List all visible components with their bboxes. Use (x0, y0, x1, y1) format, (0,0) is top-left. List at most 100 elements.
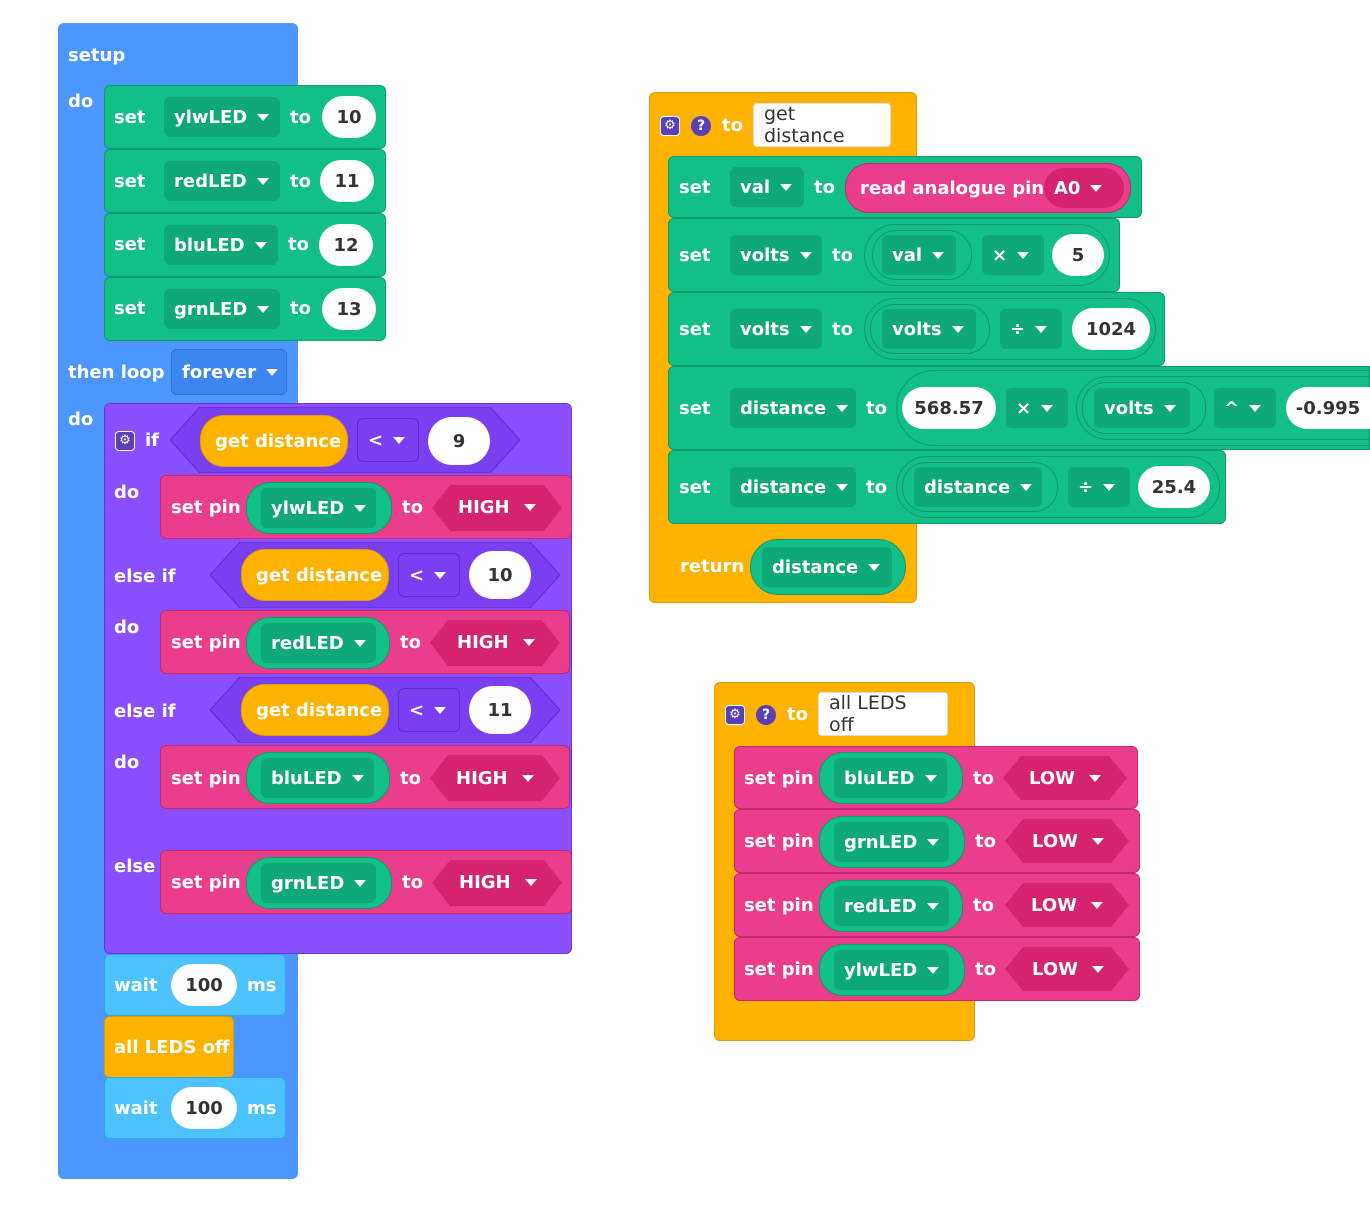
dropdown-value: ÷ (1078, 476, 1094, 498)
set-pin-keyword: set pin (744, 959, 814, 980)
gear-icon[interactable]: ⚙ (660, 116, 680, 136)
dropdown-value: volts (740, 318, 790, 340)
variable-dropdown[interactable]: bluLED (834, 758, 947, 798)
number-input[interactable]: 12 (319, 224, 373, 266)
number-input[interactable]: 13 (322, 288, 376, 330)
variable-dropdown[interactable]: distance (730, 467, 856, 507)
function-name-input[interactable]: all LEDS off (818, 692, 948, 736)
pin-state-hex[interactable] (432, 860, 562, 906)
chevron-down-icon (780, 183, 793, 191)
variable-dropdown[interactable]: redLED (834, 886, 949, 926)
to-keyword: to (400, 768, 421, 789)
variable-dropdown[interactable]: volts (1094, 388, 1190, 428)
number-input[interactable]: 25.4 (1138, 466, 1210, 508)
gear-icon[interactable]: ⚙ (115, 431, 135, 451)
else-if-keyword: else if (114, 701, 176, 722)
chevron-down-icon (434, 706, 447, 714)
variable-dropdown-bluled[interactable]: bluLED (164, 225, 278, 265)
pin-state-hex[interactable] (1005, 883, 1129, 927)
number-input[interactable]: 568.57 (902, 387, 996, 429)
call-label: all LEDS off (114, 1037, 230, 1058)
number-input[interactable]: -0.995 (1286, 387, 1370, 429)
variable-dropdown[interactable]: val (882, 235, 956, 275)
set-keyword: set (114, 298, 146, 319)
pin-state-value: LOW (1031, 895, 1103, 916)
number-input[interactable]: 5 (1052, 234, 1104, 276)
help-icon[interactable]: ? (691, 116, 711, 136)
get-distance-call[interactable]: get distance (241, 684, 389, 736)
variable-dropdown-grnled[interactable]: grnLED (164, 289, 280, 329)
to-keyword: to (975, 959, 996, 980)
pin-variable[interactable]: redLED (819, 880, 963, 932)
variable-dropdown[interactable]: volts (882, 309, 976, 349)
pin-variable[interactable]: grnLED (246, 857, 392, 909)
variable-dropdown[interactable]: bluLED (261, 758, 374, 798)
pin-variable[interactable]: ylwLED (246, 482, 392, 534)
pin-state-hex[interactable] (432, 485, 562, 531)
pin-state-hex[interactable] (1005, 819, 1129, 863)
call-all-leds-off[interactable] (104, 1016, 234, 1078)
set-pin-keyword: set pin (171, 872, 241, 893)
operator-dropdown[interactable]: < (398, 688, 460, 732)
variable-dropdown[interactable]: volts (730, 309, 822, 349)
chevron-down-icon (1090, 902, 1103, 909)
number-input[interactable]: 10 (322, 96, 376, 138)
chevron-down-icon (1090, 184, 1103, 192)
function-name-input[interactable]: get distance (753, 103, 891, 147)
chevron-down-icon (1091, 966, 1104, 973)
operator-dropdown[interactable]: ÷ (1068, 467, 1130, 507)
operator-dropdown[interactable]: < (398, 553, 460, 597)
pin-dropdown[interactable]: A0 (1044, 168, 1124, 208)
pin-state-hex[interactable] (1005, 947, 1129, 991)
number-input[interactable]: 1024 (1072, 308, 1150, 350)
gear-icon[interactable]: ⚙ (725, 705, 745, 725)
get-distance-call[interactable]: get distance (241, 549, 389, 601)
pin-state-hex[interactable] (430, 620, 560, 666)
number-input[interactable]: 100 (171, 1087, 237, 1129)
dropdown-value: bluLED (844, 767, 915, 789)
dropdown-value: < (368, 429, 384, 451)
dropdown-value: redLED (844, 895, 917, 917)
operator-dropdown[interactable]: < (357, 418, 419, 462)
get-distance-call[interactable]: get distance (200, 415, 348, 467)
dropdown-value: redLED (271, 632, 344, 654)
pin-variable[interactable]: bluLED (246, 752, 390, 804)
number-input[interactable]: 10 (469, 551, 531, 599)
operator-dropdown[interactable]: ÷ (1000, 309, 1062, 349)
variable-dropdown[interactable]: distance (730, 388, 856, 428)
variable-dropdown[interactable]: distance (914, 467, 1042, 507)
variable-dropdown[interactable]: ylwLED (261, 488, 377, 528)
pin-variable[interactable]: redLED (246, 617, 390, 669)
chevron-down-icon (1088, 775, 1101, 782)
variable-dropdown[interactable]: volts (730, 235, 822, 275)
variable-dropdown-redled[interactable]: redLED (164, 161, 280, 201)
loop-mode-dropdown[interactable]: forever (171, 349, 287, 395)
pin-state-hex[interactable] (430, 755, 560, 801)
variable-dropdown[interactable]: grnLED (261, 863, 377, 903)
chevron-down-icon (522, 639, 535, 646)
number-input[interactable]: 100 (171, 964, 237, 1006)
variable-dropdown[interactable]: ylwLED (834, 950, 950, 990)
help-icon[interactable]: ? (756, 705, 776, 725)
set-pin-keyword: set pin (171, 632, 241, 653)
operator-dropdown[interactable]: × (1006, 388, 1068, 428)
chevron-down-icon (927, 966, 940, 974)
pin-state-hex[interactable] (1003, 756, 1127, 800)
number-input[interactable]: 11 (320, 160, 374, 202)
pin-variable[interactable]: bluLED (819, 752, 963, 804)
pin-variable[interactable]: grnLED (819, 816, 965, 868)
variable-dropdown-ylwled[interactable]: ylwLED (164, 97, 280, 137)
state-text: LOW (1032, 959, 1078, 980)
variable-dropdown[interactable]: redLED (261, 623, 376, 663)
set-pin-keyword: set pin (744, 895, 814, 916)
pin-state-value: HIGH (457, 632, 535, 653)
number-input[interactable]: 11 (469, 686, 531, 734)
pin-variable[interactable]: ylwLED (819, 944, 965, 996)
variable-dropdown[interactable]: distance (762, 547, 892, 587)
variable-dropdown[interactable]: val (730, 167, 804, 207)
operator-dropdown[interactable]: × (982, 235, 1044, 275)
operator-dropdown[interactable]: ^ (1214, 388, 1276, 428)
to-keyword: to (402, 872, 423, 893)
number-input[interactable]: 9 (428, 417, 490, 465)
variable-dropdown[interactable]: grnLED (834, 822, 950, 862)
